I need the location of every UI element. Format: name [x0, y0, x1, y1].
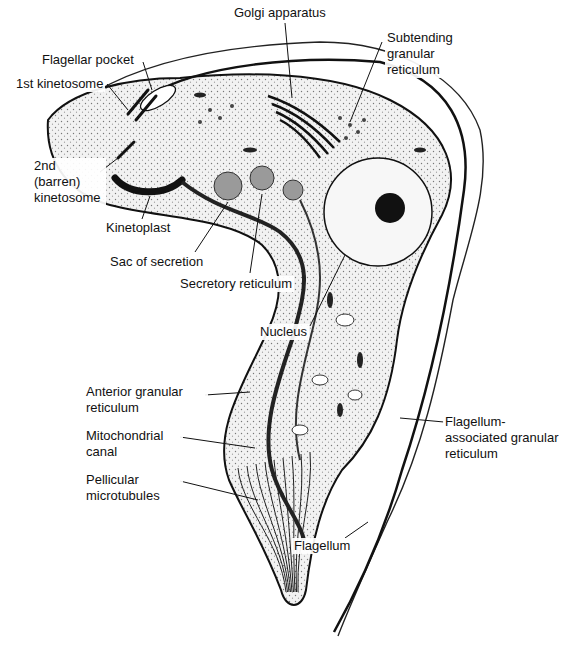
kinetosomes	[118, 90, 156, 158]
part-label: Secretory reticulum	[178, 276, 294, 292]
microtubule-line	[283, 458, 294, 592]
pellicular-microtubules	[238, 452, 311, 592]
part-label: Flagellum-associated granular reticulum	[443, 414, 564, 462]
microtubule-line	[296, 454, 302, 592]
part-label: Pellicular microtubules	[84, 472, 183, 504]
part-label: Flagellum	[292, 538, 352, 554]
leader-lines	[100, 23, 444, 538]
part-label: Mitochondrial canal	[84, 428, 183, 460]
cell-body	[48, 74, 451, 605]
microtubule-line	[265, 462, 291, 592]
part-label: 2nd (barren) kinetosome	[32, 158, 106, 206]
part-label: Subtending granular reticulum	[385, 30, 471, 78]
part-label: 1st kinetosome	[14, 76, 105, 92]
microtubule-line	[247, 466, 288, 592]
part-label: Flagellar pocket	[40, 52, 136, 68]
microtubule-line	[238, 468, 286, 592]
nucleus-shape	[324, 158, 432, 266]
microtubule-line	[292, 456, 295, 592]
part-label: Golgi apparatus	[232, 5, 328, 21]
part-label: Sac of secretion	[108, 254, 205, 270]
golgi-stack	[268, 96, 340, 158]
kinetoplast-shape	[115, 178, 182, 192]
part-label: Nucleus	[258, 324, 309, 340]
nucleolus	[375, 193, 405, 223]
secretion-sacs	[214, 166, 303, 200]
flagellum-line	[150, 60, 466, 632]
part-label: Anterior granular reticulum	[84, 384, 208, 416]
part-label: Kinetoplast	[104, 220, 172, 236]
granular-reticulum	[198, 104, 366, 140]
microtubule-line	[298, 452, 311, 592]
